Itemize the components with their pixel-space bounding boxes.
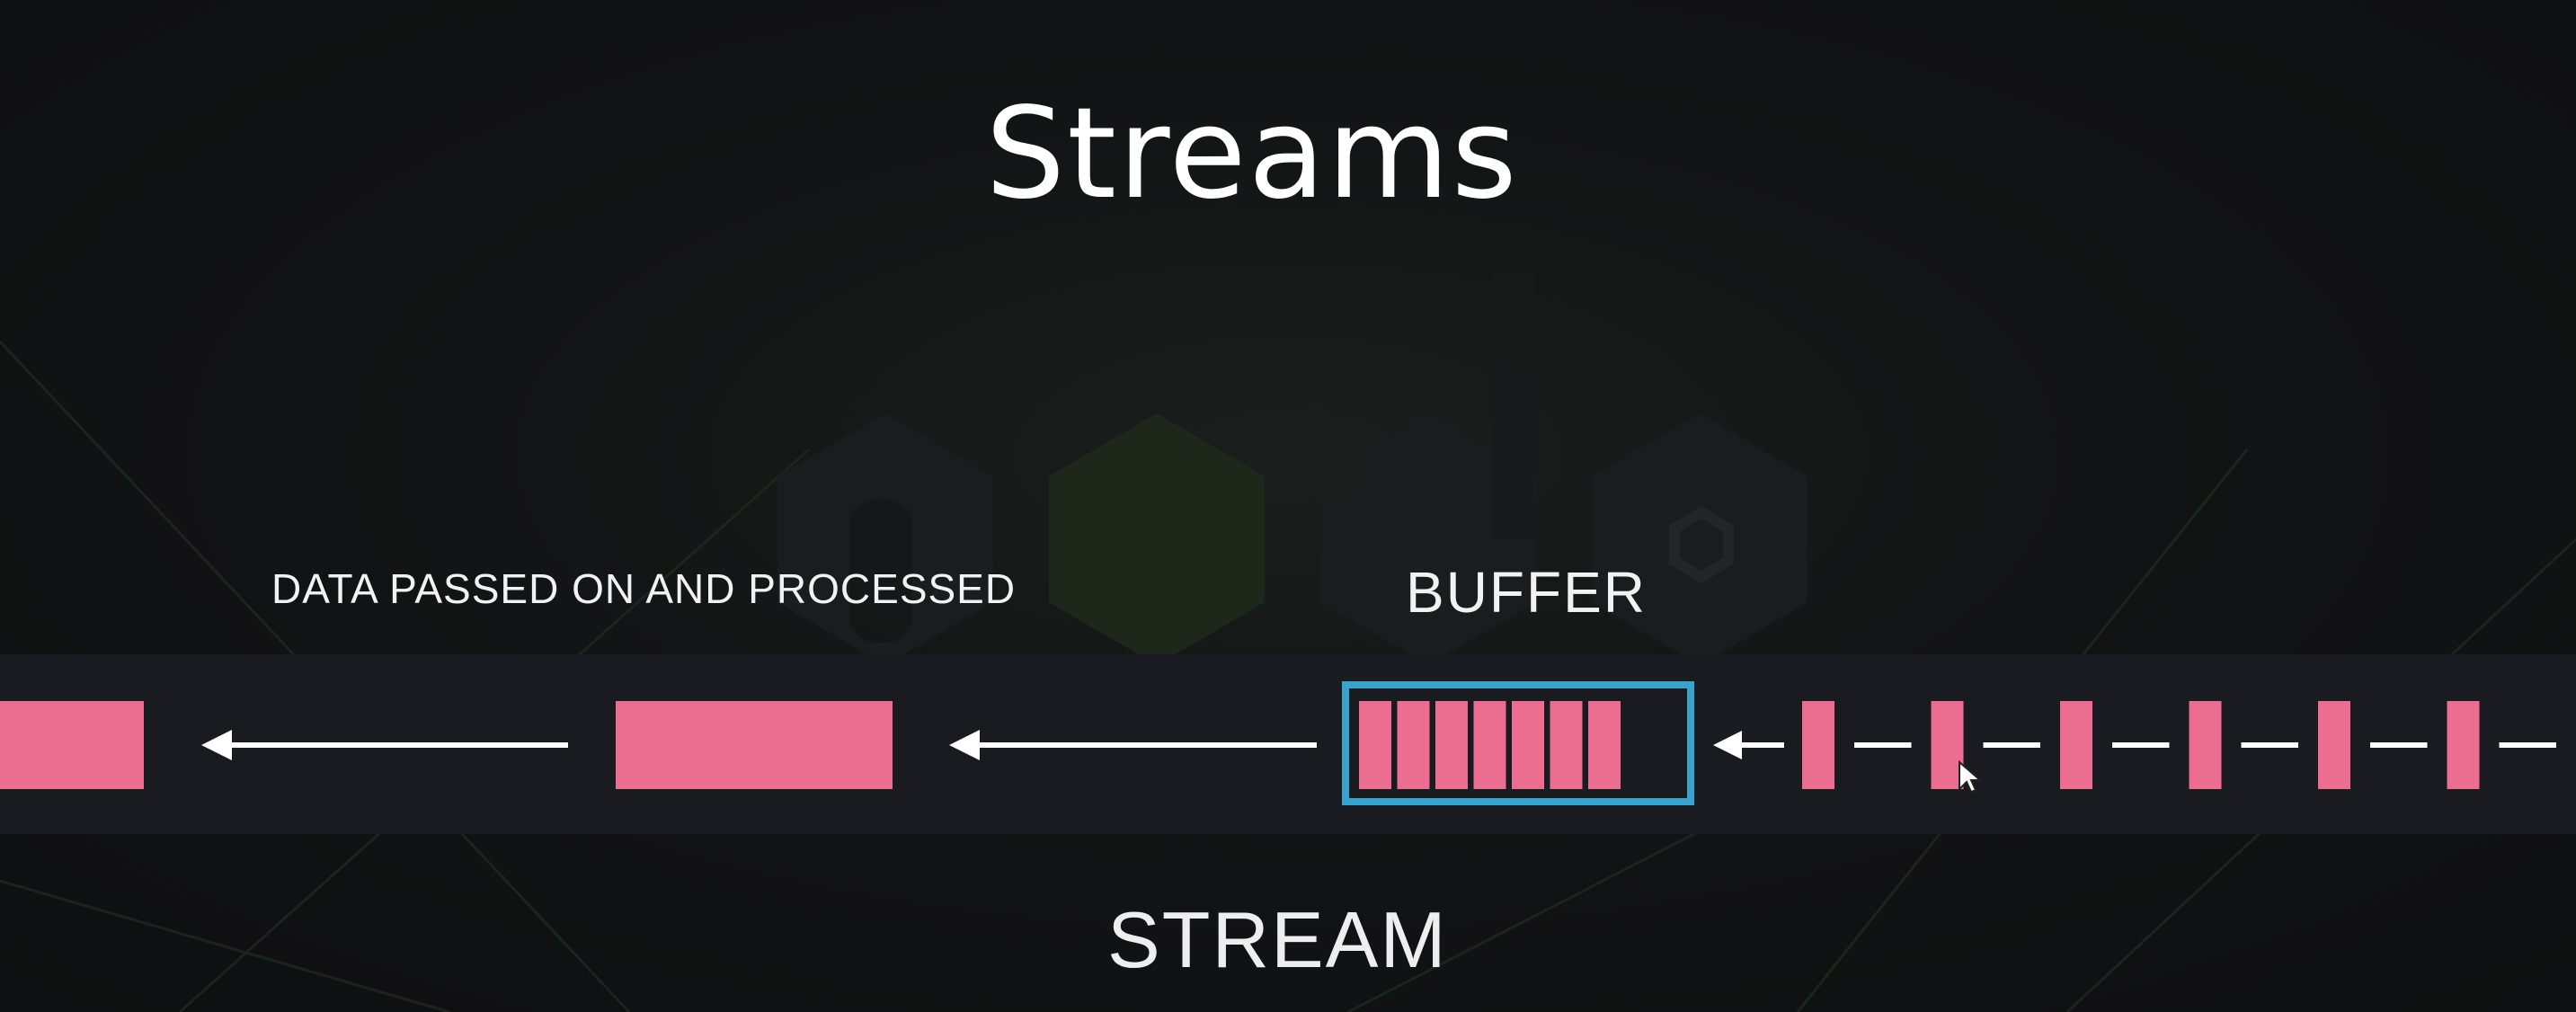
arrow-left-3 <box>1713 731 1784 759</box>
buffer-chunk <box>1359 701 1391 789</box>
stream-label: STREAM <box>1107 895 1448 984</box>
incoming-chunk <box>1931 701 1964 789</box>
slide-title: Streams <box>985 81 1519 227</box>
incoming-chunk <box>2447 701 2480 789</box>
buffer-chunk <box>1435 701 1468 789</box>
buffer-chunk <box>1550 701 1583 789</box>
buffer-chunk <box>1512 701 1544 789</box>
incoming-chunk <box>2189 701 2222 789</box>
incoming-chunk <box>1802 701 1834 789</box>
cursor-pointer-icon <box>1959 759 1983 794</box>
buffer-label: BUFFER <box>1406 560 1647 625</box>
incoming-chunk <box>2060 701 2092 789</box>
incoming-chunk <box>2318 701 2350 789</box>
arrow-left-1 <box>201 730 568 760</box>
processed-chunk-left <box>0 701 144 789</box>
buffer-chunk <box>1473 701 1506 789</box>
processed-data-label: DATA PASSED ON AND PROCESSED <box>271 565 1017 612</box>
buffer-chunk <box>1397 701 1430 789</box>
buffer <box>1342 681 1694 805</box>
processed-chunk-middle <box>616 701 893 789</box>
incoming-chunks <box>1802 701 2556 789</box>
arrow-left-2 <box>949 730 1317 760</box>
node-logo-watermark-icon <box>777 270 1808 665</box>
buffer-chunk <box>1588 701 1621 789</box>
buffer-frame <box>1342 681 1694 805</box>
